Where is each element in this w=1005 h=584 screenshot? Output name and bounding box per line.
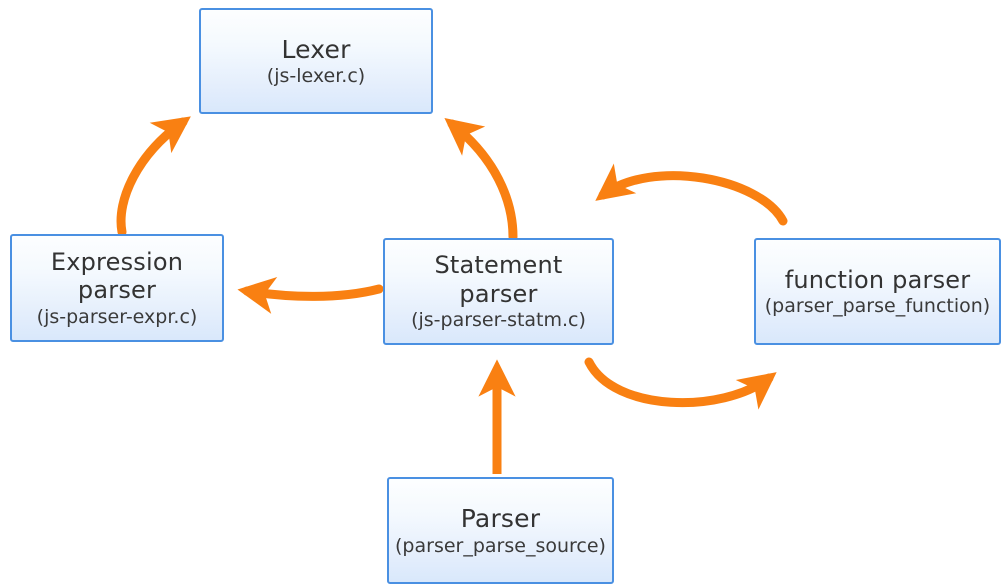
edge-expression-parser-to-lexer: [116, 116, 191, 237]
node-parser[interactable]: Parser (parser_parse_source): [387, 477, 614, 584]
node-function-parser-title: function parser: [784, 265, 971, 294]
edge-statement-parser-to-lexer: [444, 118, 518, 242]
node-expression-parser-title: Expression parser: [50, 247, 184, 305]
node-statement-parser-title: Statement parser: [434, 251, 563, 308]
node-expression-parser-subtitle: (js-parser-expr.c): [36, 305, 198, 328]
node-lexer[interactable]: Lexer (js-lexer.c): [199, 8, 433, 114]
node-lexer-title: Lexer: [281, 34, 351, 64]
node-statement-parser[interactable]: Statement parser (js-parser-statm.c): [383, 238, 614, 345]
node-statement-parser-subtitle: (js-parser-statm.c): [411, 309, 586, 332]
node-parser-subtitle: (parser_parse_source): [395, 534, 606, 557]
node-function-parser-subtitle: (parser_parse_function): [764, 294, 991, 317]
node-lexer-subtitle: (js-lexer.c): [266, 65, 366, 88]
edge-statement-parser-to-function-parser: [584, 357, 777, 410]
node-expression-parser[interactable]: Expression parser (js-parser-expr.c): [10, 234, 224, 342]
node-function-parser[interactable]: function parser (parser_parse_function): [754, 238, 1001, 345]
edge-statement-parser-to-expression-parser: [237, 277, 384, 314]
edge-function-parser-to-statement-parser: [595, 163, 788, 226]
node-parser-title: Parser: [460, 504, 541, 534]
